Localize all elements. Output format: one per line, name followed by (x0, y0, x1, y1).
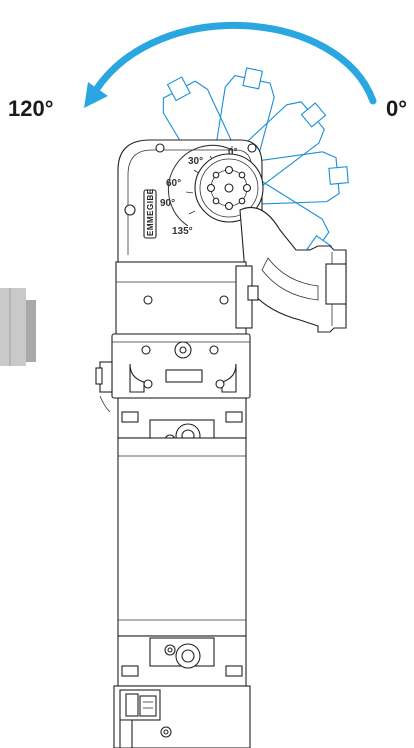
scale-mark-60: 60° (166, 178, 181, 189)
start-angle-label: 0° (386, 96, 407, 121)
scale-mark-90: 90° (160, 198, 175, 209)
side-block (0, 288, 36, 366)
ghost-jaw-60 (216, 101, 327, 202)
ghost-jaw-120 (162, 76, 249, 196)
scale-mark-30: 30° (188, 156, 203, 167)
actuator-tube (117, 437, 247, 637)
scale-mark-0: 0° (228, 147, 238, 158)
bottom-base (113, 685, 251, 748)
ghost-jaw-90 (209, 67, 275, 190)
ghost-jaw-30 (227, 151, 349, 206)
clamp-ring-lower (117, 635, 247, 687)
rotation-arrow-icon (84, 21, 377, 108)
scale-mark-135: 135° (172, 226, 193, 237)
gripper-jaw (239, 206, 347, 333)
angle-scale: 0° 30° 60° 90° 135° (160, 144, 238, 237)
upper-body (115, 261, 259, 335)
mounting-flange (95, 333, 251, 413)
rotary-disk (194, 153, 264, 223)
brand-label: EMMEGIBE (146, 188, 155, 236)
end-angle-label: 120° (8, 96, 54, 121)
